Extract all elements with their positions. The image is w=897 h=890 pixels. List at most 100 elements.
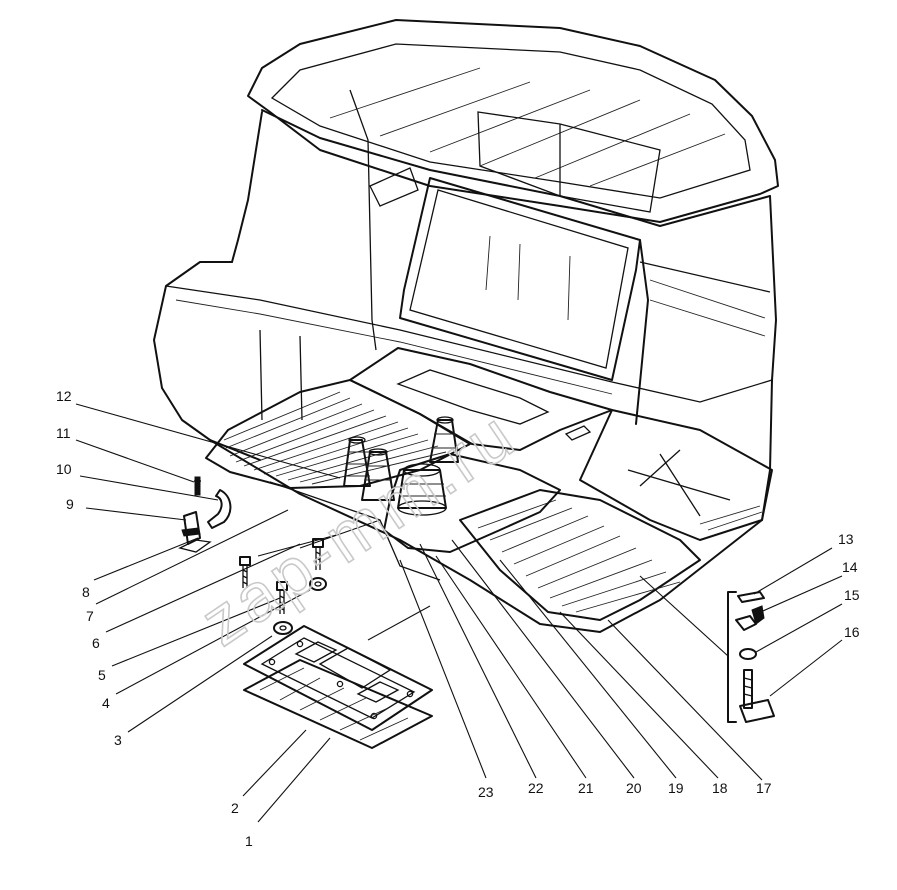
callout-22: 22 xyxy=(528,780,544,796)
callout-7: 7 xyxy=(86,608,94,624)
callout-labels: 1 2 3 4 5 6 7 8 9 10 11 12 13 14 15 16 1… xyxy=(56,388,860,849)
part-wing-nut xyxy=(735,605,765,631)
leader-20 xyxy=(451,539,635,779)
callout-23: 23 xyxy=(478,784,494,800)
loose-parts xyxy=(178,476,775,749)
leader-1 xyxy=(257,737,331,823)
rubber-mount-right xyxy=(429,416,459,463)
floor-tab xyxy=(564,425,592,441)
part-eye-bolt xyxy=(739,669,775,723)
front-floor-panel xyxy=(579,409,773,541)
tank-mount xyxy=(397,463,447,516)
window-frame-verticals xyxy=(485,235,571,321)
leader-13 xyxy=(753,547,833,595)
roof-hatch xyxy=(477,111,661,213)
leader-6 xyxy=(105,543,301,633)
roof-ribs xyxy=(329,67,726,187)
part-bolt-c xyxy=(276,581,288,614)
hatch-leader xyxy=(367,605,431,641)
rear-door-line xyxy=(349,89,377,351)
callout-1: 1 xyxy=(245,833,253,849)
callout-11: 11 xyxy=(56,425,71,441)
callout-10: 10 xyxy=(56,461,72,477)
callout-17: 17 xyxy=(756,780,772,796)
part-washer-b xyxy=(273,621,293,635)
leader-12 xyxy=(75,403,341,479)
leader-8 xyxy=(93,537,199,581)
door-belt-line xyxy=(639,261,771,293)
callout-8: 8 xyxy=(82,584,90,600)
belt-molding-lower xyxy=(175,299,613,395)
part-washer-b-hole xyxy=(279,625,287,631)
leader-4 xyxy=(115,589,311,695)
callout-5: 5 xyxy=(98,667,106,683)
fastener-group-bracket xyxy=(727,591,737,723)
floor-hatch-marks xyxy=(699,505,763,531)
part-hatch-plate xyxy=(243,625,433,731)
callout-4: 4 xyxy=(102,695,110,711)
roof-outline xyxy=(247,19,779,223)
front-floor-mat xyxy=(459,489,701,621)
part-washer-a xyxy=(309,577,327,591)
part-split-pin xyxy=(737,591,765,603)
bottom-sill xyxy=(209,439,763,633)
leader-5 xyxy=(111,597,281,667)
floor-x-stiffener xyxy=(627,449,731,517)
fastener-group-leader xyxy=(639,575,729,657)
rear-grab-handle xyxy=(369,167,419,207)
leader-14 xyxy=(755,575,843,615)
engine-cover-inset xyxy=(396,369,550,425)
left-side-panel xyxy=(153,261,261,461)
front-floor-ribs xyxy=(477,499,681,613)
rubber-mount-center xyxy=(361,448,395,501)
leader-11 xyxy=(75,439,195,483)
leader-3 xyxy=(127,635,273,733)
rubber-mount-left xyxy=(343,436,371,487)
leader-23 xyxy=(399,559,487,779)
callout-6: 6 xyxy=(92,635,100,651)
roof-inner-edge xyxy=(270,43,751,199)
callout-21: 21 xyxy=(578,780,594,796)
part-washer-a-hole xyxy=(314,581,322,587)
callout-2: 2 xyxy=(231,800,239,816)
leader-22 xyxy=(419,543,537,779)
callout-14: 14 xyxy=(842,559,858,575)
callout-20: 20 xyxy=(626,780,642,796)
leader-21 xyxy=(435,555,587,779)
callout-19: 19 xyxy=(668,780,684,796)
leader-lines xyxy=(75,403,843,823)
leader-18 xyxy=(559,611,719,779)
callout-3: 3 xyxy=(114,732,122,748)
leader-9 xyxy=(85,507,187,521)
leader-2 xyxy=(242,729,307,797)
rear-left-pillar xyxy=(231,111,263,263)
door-rear-edge xyxy=(635,239,649,425)
belt-molding xyxy=(165,285,773,403)
part-bolt-a xyxy=(239,556,251,588)
leader-17 xyxy=(607,619,763,781)
side-window-inner xyxy=(409,189,629,369)
callout-15: 15 xyxy=(844,587,860,603)
leader-7 xyxy=(95,509,289,605)
tunnel-rail xyxy=(269,481,441,581)
leader-15 xyxy=(755,603,843,653)
part-strap xyxy=(207,489,232,529)
leader-19 xyxy=(499,559,677,779)
part-washer-c xyxy=(739,648,757,660)
callout-12: 12 xyxy=(56,388,72,404)
callout-18: 18 xyxy=(712,780,728,796)
rear-wall-lower xyxy=(259,329,303,421)
roof-front-rim xyxy=(261,109,771,227)
door-window-lines xyxy=(649,279,766,337)
leader-10 xyxy=(79,475,219,501)
callout-9: 9 xyxy=(66,496,74,512)
part-latch xyxy=(178,511,212,553)
part-gasket xyxy=(243,659,433,749)
cab-body xyxy=(153,19,779,633)
part-pin xyxy=(194,476,201,496)
central-tunnel xyxy=(383,453,561,553)
callout-16: 16 xyxy=(844,624,860,640)
callout-13: 13 xyxy=(838,531,854,547)
